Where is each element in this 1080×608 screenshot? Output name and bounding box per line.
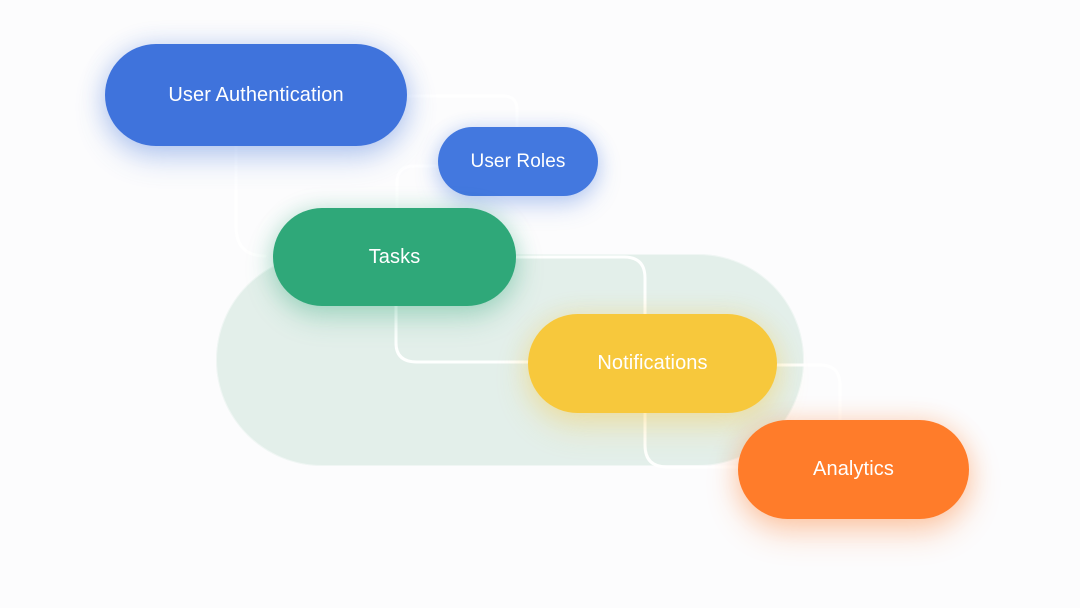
connector-auth-to-roles xyxy=(405,94,519,129)
node-user-roles-label: User Roles xyxy=(470,150,566,172)
node-notifications: Notifications xyxy=(528,314,777,413)
connector-notifications-right-loop xyxy=(775,363,842,423)
node-tasks-label: Tasks xyxy=(368,245,421,268)
connector-notifications-to-analytics xyxy=(643,411,740,469)
node-analytics: Analytics xyxy=(738,420,969,519)
connector-auth-to-tasks xyxy=(234,144,267,258)
node-analytics-label: Analytics xyxy=(813,458,894,480)
node-user-roles: User Roles xyxy=(438,127,598,196)
connector-roles-to-tasks xyxy=(395,164,440,210)
node-user-authentication: User Authentication xyxy=(105,44,407,146)
node-tasks: Tasks xyxy=(273,208,516,306)
node-notifications-label: Notifications xyxy=(597,352,708,374)
node-user-authentication-label: User Authentication xyxy=(168,83,344,106)
connector-tasks-to-right xyxy=(514,255,647,316)
connector-tasks-to-notifications xyxy=(394,304,530,364)
